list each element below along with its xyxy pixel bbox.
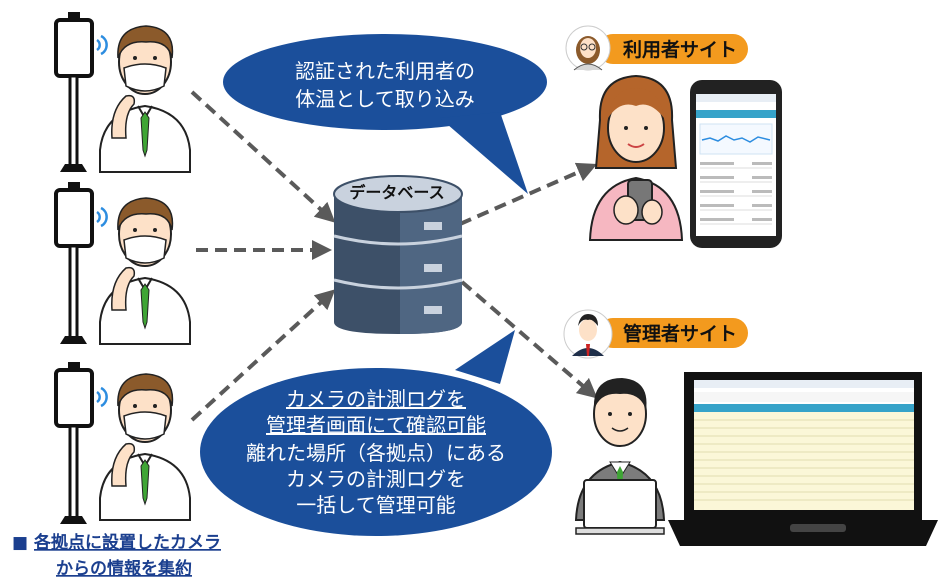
- thermal-camera-kiosk-1: [54, 12, 108, 172]
- database-icon: [333, 175, 463, 334]
- speech-bubble-user: [223, 34, 547, 194]
- bubble-user-line-1: 認証された利用者の: [295, 59, 475, 83]
- bubble-admin-line-2: カメラの計測ログを: [286, 467, 466, 491]
- user-site-badge: [565, 25, 748, 71]
- data-flow-arrows: [190, 90, 598, 422]
- laptop-admin-screen: [668, 372, 938, 546]
- speech-bubble-admin: [200, 330, 552, 536]
- database-label: データベース: [349, 183, 444, 202]
- thermal-camera-kiosk-3: [54, 362, 108, 524]
- smartphone-screen: [690, 80, 782, 248]
- caption-marker: ■: [12, 533, 28, 553]
- masked-person-1: [99, 25, 191, 173]
- thermal-camera-kiosk-2: [54, 182, 108, 344]
- admin-site-badge: [563, 309, 748, 359]
- bubble-admin-underlined-line-2: 管理者画面にて確認可能: [266, 413, 486, 437]
- signal-icon: [96, 206, 108, 228]
- signal-icon: [96, 34, 108, 56]
- caption-line-2: からの情報を集約: [56, 558, 192, 579]
- admin-person: [574, 378, 666, 535]
- user-site-label: 利用者サイト: [623, 39, 737, 61]
- admin-site-label: 管理者サイト: [623, 322, 737, 345]
- caption-line-1: 各拠点に設置したカメラ: [33, 532, 221, 553]
- bubble-admin-underlined-line-1: カメラの計測ログを: [286, 387, 466, 411]
- woman-user: [588, 74, 684, 241]
- bubble-user-line-2: 体温として取り込み: [295, 87, 474, 111]
- bubble-admin-line-1: 離れた場所（各拠点）にある: [246, 441, 506, 465]
- bubble-admin-line-3: 一括して管理可能: [296, 493, 455, 517]
- signal-icon: [96, 386, 108, 408]
